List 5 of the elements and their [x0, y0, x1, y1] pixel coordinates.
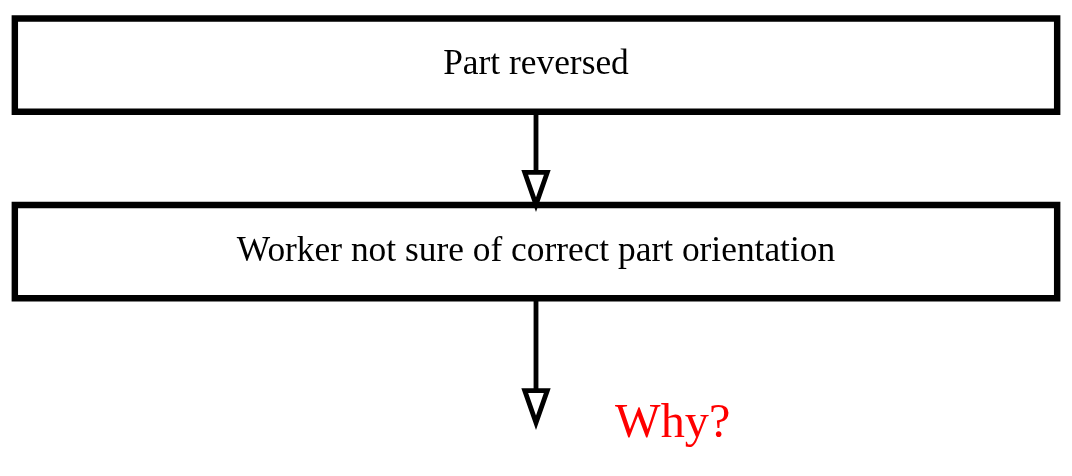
node-box: Part reversed [11, 15, 1061, 115]
arrow [521, 298, 551, 431]
label: Why? [615, 393, 731, 447]
node-box: Worker not sure of correct part orientation [11, 201, 1061, 302]
arrow [521, 112, 551, 212]
